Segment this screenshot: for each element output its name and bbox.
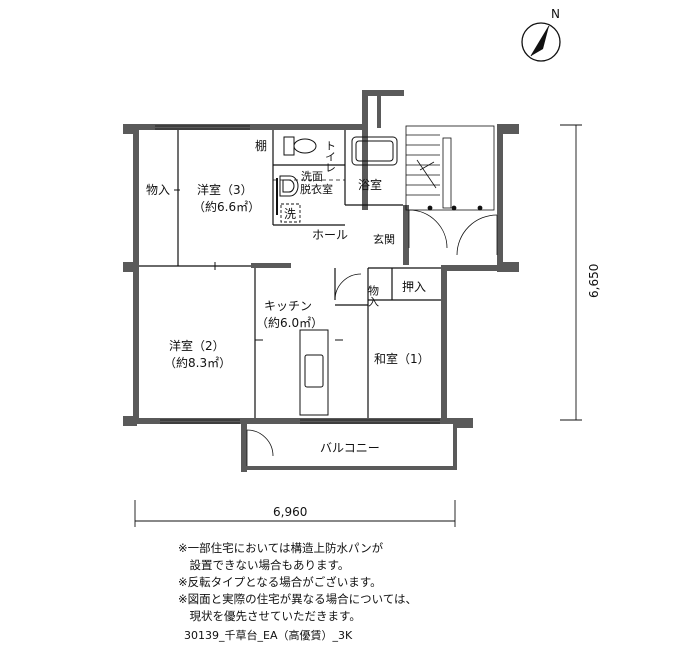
label-kitchen: キッチン [264, 299, 312, 313]
bathtub [351, 136, 398, 166]
washer-pan [280, 203, 301, 223]
dimension-depth: 6,650 [587, 264, 601, 298]
label-dressing-room: 脱衣室 [300, 182, 333, 196]
label-western-room-2: 洋室（2） [169, 338, 225, 353]
label-closet: 押入 [402, 280, 426, 294]
dimension-width: 6,960 [273, 505, 307, 519]
label-storage-small: 物入 [367, 284, 380, 307]
plan-code: 30139_千草台_EA（高優賃）_3K [184, 629, 353, 642]
label-storage-left: 物入 [146, 183, 170, 197]
dimension-lines [134, 124, 582, 527]
note-line-3: ※反転タイプとなる場合がございます。 [178, 575, 382, 589]
label-washroom: 洗面 [301, 170, 323, 183]
interior-walls [139, 130, 441, 418]
windows [155, 125, 440, 424]
label-western-room-2-size: （約8.3㎡） [164, 355, 231, 370]
label-japanese-room-1: 和室（1） [374, 351, 430, 366]
compass-label: N [551, 7, 560, 21]
label-washer: 洗 [284, 207, 296, 221]
label-entrance: 玄関 [373, 232, 395, 246]
label-hall: ホール [312, 228, 348, 242]
label-western-room-3-size: （約6.6㎡） [193, 199, 260, 214]
label-kitchen-size: （約6.0㎡） [256, 315, 323, 330]
kitchen-counter [299, 329, 329, 416]
label-bathroom: 浴室 [358, 177, 382, 192]
exterior-walls [123, 90, 519, 472]
note-line-4: ※図面と実際の住宅が異なる場合については、 [178, 592, 418, 606]
label-toilet: トイレ [324, 140, 337, 173]
label-shelf: 棚 [255, 138, 267, 153]
label-western-room-3: 洋室（3） [197, 182, 253, 197]
note-line-5: 現状を優先させていただきます。 [178, 609, 361, 623]
stairwell [405, 125, 495, 211]
toilet-fixture [283, 136, 317, 156]
doors [246, 209, 498, 466]
north-compass: N [521, 7, 561, 62]
washbasin [276, 175, 299, 215]
label-balcony: バルコニー [320, 441, 380, 455]
wall-ticks [174, 189, 343, 341]
note-line-2: 設置できない場合もあります。 [178, 558, 350, 572]
note-line-1: ※一部住宅においては構造上防水パンが [178, 541, 384, 555]
